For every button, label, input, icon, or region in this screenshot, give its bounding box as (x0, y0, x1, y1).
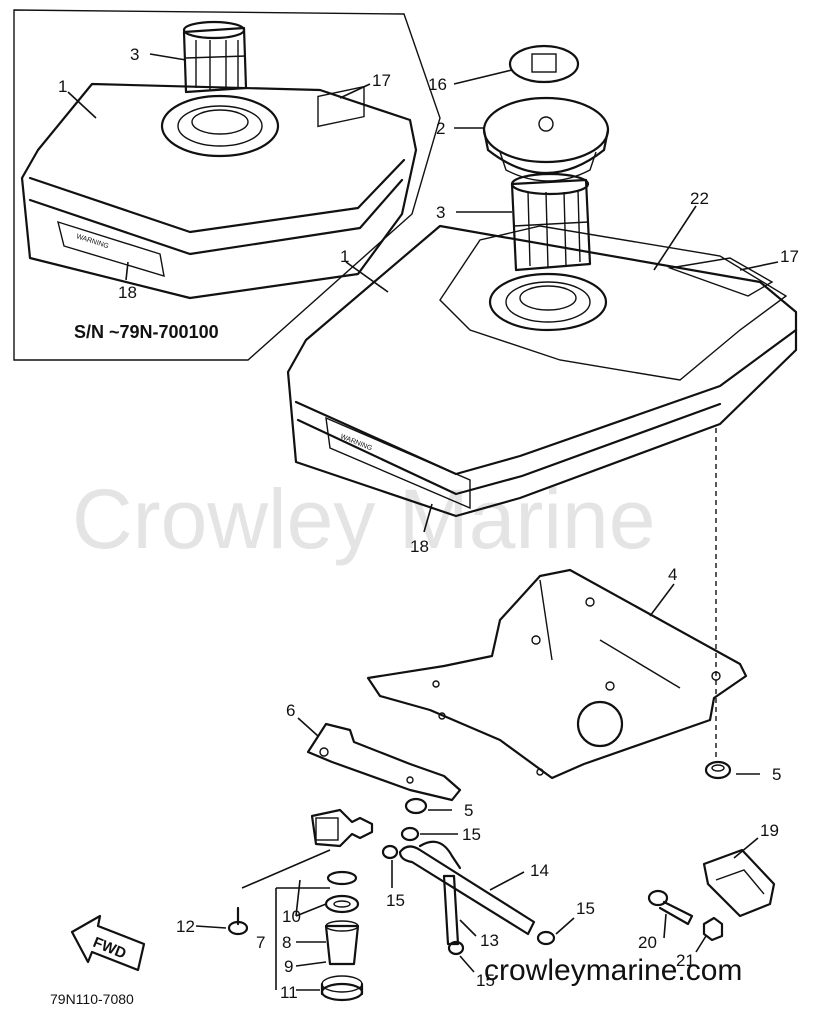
hose-clamp-d (447, 940, 465, 956)
nut (702, 916, 724, 942)
callout-19: 19 (760, 821, 779, 840)
tank-base-plate (366, 568, 748, 780)
callout-4: 4 (668, 565, 677, 584)
callout-20: 20 (638, 933, 657, 952)
strainer-element (324, 920, 360, 966)
fuel-tank: WARNING (286, 224, 798, 518)
callout-15-d: 15 (476, 971, 495, 990)
packing-ring (324, 894, 360, 914)
callout-8: 8 (282, 933, 291, 952)
fuel-tank-cap (482, 96, 610, 182)
inset-early-model: WARNING 3 1 17 18 S/N ~79N-700100 (13, 9, 441, 361)
callout-21: 21 (676, 951, 695, 970)
hose-clamp-a (400, 826, 420, 842)
callout-inset-18: 18 (118, 283, 137, 302)
callout-15-b: 15 (386, 891, 405, 910)
callout-16: 16 (428, 75, 447, 94)
grommet-nut-right (704, 760, 732, 780)
hose-clamp-b (381, 844, 399, 860)
callout-inset-1: 1 (58, 77, 67, 96)
callout-17: 17 (780, 247, 799, 266)
gasket (326, 870, 358, 886)
callout-9: 9 (284, 957, 293, 976)
cushion (702, 848, 776, 918)
callout-15-a: 15 (462, 825, 481, 844)
callout-18: 18 (410, 537, 429, 556)
fuel-cock (310, 808, 374, 848)
inset-fuel-strainer (182, 20, 248, 94)
screw (227, 906, 249, 936)
fuel-cup (320, 975, 364, 1002)
cap-label-emblem (508, 44, 580, 84)
serial-note: S/N ~79N-700100 (74, 322, 219, 342)
callout-7: 7 (256, 933, 265, 952)
callout-14: 14 (530, 861, 549, 880)
callout-inset-17: 17 (372, 71, 391, 90)
grommet-nut-center (404, 797, 428, 815)
callout-15-c: 15 (576, 899, 595, 918)
watermark-text: Crowley Marine (72, 472, 656, 566)
callout-5-right: 5 (772, 765, 781, 784)
callout-13: 13 (480, 931, 499, 950)
callout-10: 10 (282, 907, 301, 926)
fwd-arrow-icon: FWD (70, 914, 146, 972)
fuel-cock-bracket (306, 722, 462, 802)
callout-22: 22 (690, 189, 709, 208)
callout-12: 12 (176, 917, 195, 936)
callout-inset-3: 3 (130, 45, 139, 64)
inset-warning-text: WARNING (75, 233, 109, 250)
fuel-pipe (398, 840, 536, 936)
callout-11: 11 (280, 983, 298, 1002)
callout-2: 2 (436, 119, 445, 138)
website-text: crowleymarine.com (484, 954, 742, 987)
fuel-strainer (510, 172, 592, 272)
bolt (647, 889, 694, 926)
hose-clamp-c (536, 930, 556, 946)
diagram-code: 79N110-7080 (50, 991, 134, 1007)
callout-6: 6 (286, 701, 295, 720)
callout-3: 3 (436, 203, 445, 222)
callout-5-center: 5 (464, 801, 473, 820)
callout-1: 1 (340, 247, 349, 266)
fuel-hose (442, 874, 460, 946)
inset-fuel-tank: WARNING (20, 82, 418, 300)
